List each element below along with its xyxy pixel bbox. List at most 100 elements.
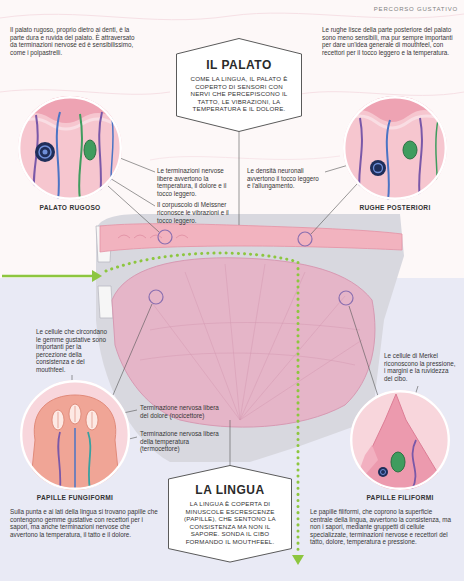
papille-fungiformi-detail — [20, 380, 130, 490]
background — [0, 13, 464, 20]
papille-fungiformi-detail — [74, 428, 76, 490]
palato-rugoso-detail — [18, 96, 146, 200]
sensor-spot — [158, 230, 172, 244]
callout-text: Le cellule che circondano le gemme gusta… — [36, 328, 110, 374]
description-text: Le rughe lisce della parte posteriore de… — [322, 26, 456, 56]
head-section — [98, 286, 113, 318]
circle-outline — [18, 96, 122, 200]
callout-text: Le cellule di Merkel riconoscono la pres… — [384, 352, 458, 382]
circle-outline — [21, 381, 129, 489]
callout-text: Il corpuscolo di Meissner riconosce le v… — [157, 201, 235, 224]
food-path-arrow — [2, 275, 92, 278]
circle-outline — [19, 97, 121, 199]
tongue — [140, 264, 362, 420]
background — [150, 156, 340, 160]
description-text: Le papille filiformi, che coprono la sup… — [310, 508, 456, 546]
papille-filiformi-detail — [350, 390, 450, 490]
papille-fungiformi-detail — [30, 395, 120, 490]
callout-text: Le terminazioni nervose libere avvertono… — [157, 167, 235, 197]
info-hexagon: LA LINGUA LA LINGUA È COPERTA DI MINUSCOL… — [168, 465, 292, 563]
magnified-circle: RUGHE POSTERIORI — [343, 96, 447, 212]
running-header: PERCORSO GUSTATIVO — [360, 6, 458, 14]
sensor-spot — [149, 290, 163, 304]
papille-fungiformi-detail — [20, 380, 130, 490]
description-text: Il palato rugoso, proprio dietro ai dent… — [10, 26, 142, 56]
sensor-spot — [149, 230, 353, 305]
circle-outline — [350, 390, 450, 490]
papille-filiformi-detail — [352, 445, 378, 490]
palate — [100, 224, 402, 252]
info-hexagon: IL PALATO COME LA LINGUA, IL PALATO È COP… — [176, 38, 302, 132]
leader-line — [239, 120, 240, 225]
palate — [118, 235, 188, 238]
magnified-circle: PALATO RUGOSO — [18, 96, 122, 212]
hexagon-heading: LA LINGUA — [178, 483, 282, 497]
papille-filiformi-detail — [412, 440, 416, 490]
palato-rugoso-detail — [84, 140, 96, 160]
papille-filiformi-detail — [381, 470, 386, 475]
callout-text: Le densità neuronali avvertono il tocco … — [247, 167, 323, 190]
palato-rugoso-detail — [39, 146, 51, 158]
palato-rugoso-detail — [79, 114, 82, 200]
callout-text: Le terminazioni nervose libere avvertono… — [157, 167, 235, 197]
callout-text: Le cellule che circondano le gemme gusta… — [36, 328, 110, 374]
palato-rugoso-detail — [111, 118, 113, 200]
description-text: Il palato rugoso, proprio dietro ai dent… — [10, 26, 142, 56]
background — [300, 92, 464, 96]
circle-caption: RUGHE POSTERIORI — [343, 204, 447, 212]
circle-caption: PAPILLE FUNGIFORMI — [20, 494, 130, 502]
rughe-posteriori-detail — [370, 160, 386, 176]
running-header: PERCORSO GUSTATIVO — [360, 6, 458, 14]
tongue — [112, 258, 375, 427]
callout-text: Le densità neuronali avvertono il tocco … — [247, 167, 323, 190]
hexagon-outline — [169, 466, 292, 563]
circle-caption: PALATO RUGOSO — [18, 204, 122, 212]
callout-text: Terminazione nervosa libera della temper… — [140, 430, 222, 453]
magnified-circle: PAPILLE FUNGIFORMI — [20, 380, 130, 502]
circle-outline — [20, 380, 130, 490]
papille-filiformi-detail — [378, 467, 388, 477]
palato-rugoso-detail — [35, 142, 55, 162]
hexagon-body: COME LA LINGUA, IL PALATO È COPERTO DI S… — [186, 75, 292, 113]
circle-outline — [351, 391, 449, 489]
palato-rugoso-detail — [43, 150, 48, 155]
callout-text: Terminazione nervosa libera della temper… — [140, 430, 222, 453]
leader-line — [349, 306, 378, 396]
leader-line — [113, 304, 152, 395]
callout-text: Il corpuscolo di Meissner riconosce le v… — [157, 201, 235, 224]
rughe-posteriori-detail — [343, 116, 450, 128]
magnified-circle: PAPILLE FILIFORMI — [350, 390, 450, 502]
callout-text: Le cellule di Merkel riconoscono la pres… — [384, 352, 458, 382]
food-path-arrow — [92, 270, 102, 282]
description-text: Le rughe lisce della parte posteriore de… — [322, 26, 456, 56]
description-text: Le papille filiformi, che coprono la sup… — [310, 508, 456, 546]
circle-caption: PAPILLE FILIFORMI — [350, 494, 450, 502]
palato-rugoso-detail — [57, 112, 60, 200]
tongue — [112, 258, 375, 427]
background — [0, 90, 170, 95]
sensor-spot — [339, 291, 353, 305]
papille-filiformi-detail — [391, 452, 405, 472]
food-path-arrow — [292, 555, 304, 565]
circle-outline — [343, 96, 447, 200]
rughe-posteriori-detail — [387, 120, 390, 200]
papille-filiformi-detail — [350, 390, 450, 490]
callout-text: Terminazione nervosa libera del dolore (… — [140, 404, 222, 419]
hexagon-outline — [177, 39, 302, 132]
sensor-spot — [298, 232, 312, 246]
rughe-posteriori-detail — [403, 141, 417, 159]
palate — [100, 224, 402, 252]
description-text: Sulla punta e ai lati della lingua si tr… — [10, 508, 158, 538]
papille-fungiformi-detail — [58, 406, 92, 428]
rughe-posteriori-detail — [374, 164, 383, 173]
hexagon-heading: IL PALATO — [186, 58, 292, 72]
hexagon-body: LA LINGUA È COPERTA DI MINUSCOLE ESCRESC… — [178, 500, 282, 546]
rughe-posteriori-detail — [436, 120, 438, 200]
rughe-posteriori-detail — [343, 96, 450, 200]
leader-line — [311, 184, 357, 234]
circle-outline — [344, 97, 446, 199]
